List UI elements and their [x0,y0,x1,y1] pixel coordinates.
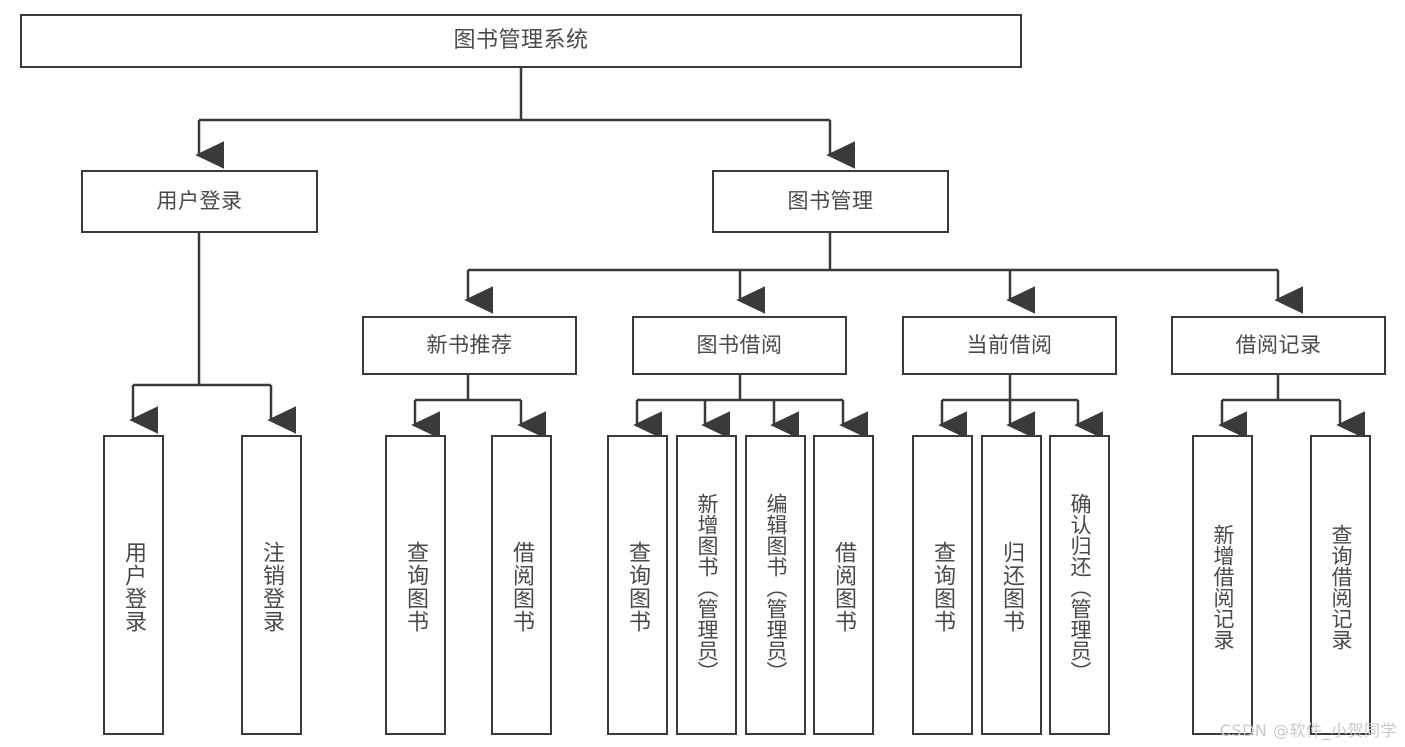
node-label: 查询借阅记录 [1329,524,1353,650]
node-label: 注销登录 [259,541,285,633]
leaf-borrow-record-add[interactable]: 新增借阅记录 [1192,435,1253,735]
node-label: 新增借阅记录 [1211,524,1235,650]
node-label: 图书管理 [787,189,874,214]
node-label: 编辑图书（管理员） [764,492,788,682]
leaf-current-borrow-return[interactable]: 归还图书 [981,435,1042,735]
leaf-current-borrow-confirm-return[interactable]: 确认归还（管理员） [1049,435,1110,735]
leaf-book-borrow-edit[interactable]: 编辑图书（管理员） [745,435,806,735]
node-label: 借阅记录 [1235,333,1322,358]
node-label: 查询图书 [403,541,429,633]
node-label: 借阅图书 [831,541,857,633]
node-label: 查询图书 [930,541,956,633]
node-label: 图书管理系统 [453,28,589,54]
leaf-book-borrow-add[interactable]: 新增图书（管理员） [676,435,737,735]
node-book-management[interactable]: 图书管理 [712,170,949,233]
node-borrow-record[interactable]: 借阅记录 [1171,316,1386,375]
node-label: 用户登录 [156,189,243,214]
node-current-borrow[interactable]: 当前借阅 [902,316,1117,375]
leaf-user-login-logout[interactable]: 注销登录 [241,435,302,735]
node-label: 借阅图书 [509,541,535,633]
node-root-system[interactable]: 图书管理系统 [20,14,1022,68]
node-label: 确认归还（管理员） [1068,492,1092,682]
node-label: 查询图书 [625,541,651,633]
leaf-current-borrow-query[interactable]: 查询图书 [912,435,973,735]
node-label: 新书推荐 [426,333,513,358]
node-book-borrow[interactable]: 图书借阅 [632,316,847,375]
leaf-user-login-login[interactable]: 用户登录 [103,435,164,735]
node-label: 图书借阅 [696,333,783,358]
leaf-new-book-borrow[interactable]: 借阅图书 [491,435,552,735]
leaf-book-borrow-query[interactable]: 查询图书 [607,435,668,735]
node-label: 归还图书 [999,541,1025,633]
node-label: 用户登录 [121,541,147,633]
node-new-book-recommend[interactable]: 新书推荐 [362,316,577,375]
leaf-book-borrow-borrow[interactable]: 借阅图书 [813,435,874,735]
csdn-watermark: CSDN @软件_小贺同学 [1219,721,1397,740]
node-user-login[interactable]: 用户登录 [81,170,318,233]
leaf-new-book-query[interactable]: 查询图书 [385,435,446,735]
node-label: 新增图书（管理员） [695,492,719,682]
leaf-borrow-record-query[interactable]: 查询借阅记录 [1310,435,1371,735]
node-label: 当前借阅 [966,333,1053,358]
